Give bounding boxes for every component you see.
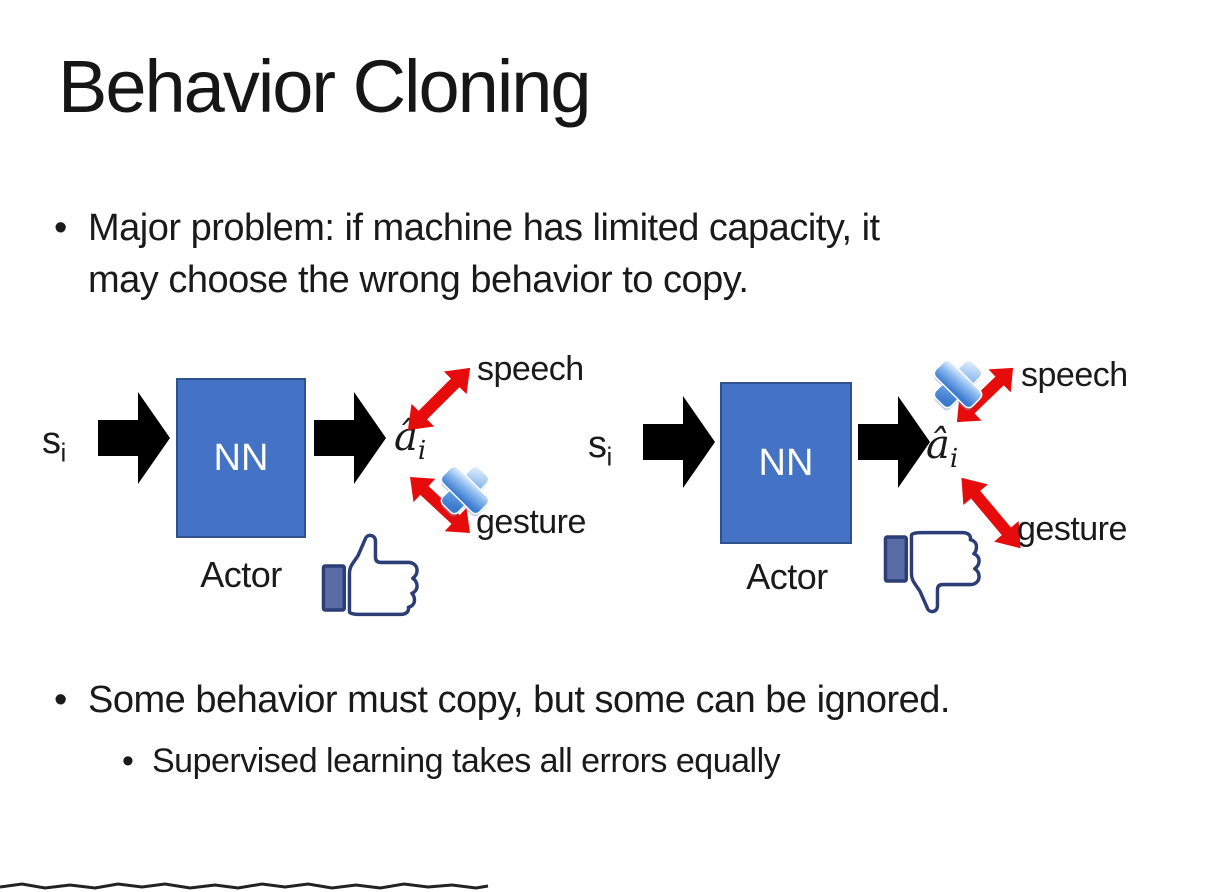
- bullet-text: Supervised learning takes all errors equ…: [152, 742, 781, 780]
- black-arrow-icon: [98, 392, 170, 484]
- bullet-supervised-learning: • Supervised learning takes all errors e…: [122, 738, 781, 784]
- black-arrow-icon: [314, 392, 386, 484]
- bullet-dot: •: [54, 207, 67, 249]
- left-gesture-label: gesture: [476, 503, 586, 541]
- nn-label: NN: [758, 441, 814, 484]
- bullet-major-problem: • Major problem: if machine has limited …: [54, 202, 880, 306]
- bullet-some-behavior: • Some behavior must copy, but some can …: [54, 674, 950, 726]
- bullet-text: Major problem: if machine has limited ca…: [88, 202, 880, 306]
- blue-cross-icon: [425, 453, 504, 531]
- bullet-text: Some behavior must copy, but some can be…: [88, 679, 950, 721]
- thumbs-up-icon: [321, 533, 419, 617]
- bottom-edge-line: [0, 882, 489, 890]
- left-speech-label: speech: [477, 350, 584, 388]
- red-double-arrow-icon: [396, 356, 482, 442]
- left-input-state: si: [42, 420, 66, 468]
- bullet-line: may choose the wrong behavior to copy.: [88, 259, 749, 301]
- right-speech-label: speech: [1021, 356, 1128, 394]
- right-nn-box: NN: [720, 382, 852, 544]
- right-gesture-label: gesture: [1017, 510, 1127, 548]
- left-actor-label: Actor: [200, 554, 282, 595]
- right-input-state: si: [588, 424, 612, 472]
- slide-title: Behavior Cloning: [58, 45, 592, 128]
- right-actor-label: Actor: [746, 556, 828, 597]
- nn-label: NN: [213, 436, 269, 479]
- left-nn-box: NN: [176, 378, 306, 538]
- black-arrow-icon: [858, 396, 930, 488]
- black-arrow-icon: [643, 396, 715, 488]
- right-output-action: âi: [926, 422, 959, 474]
- thumbs-down-icon: [883, 530, 981, 614]
- bullet-dot: •: [54, 679, 67, 721]
- bullet-dot: •: [122, 742, 134, 780]
- blue-cross-icon: [918, 347, 997, 425]
- bullet-line: Major problem: if machine has limited ca…: [88, 207, 880, 249]
